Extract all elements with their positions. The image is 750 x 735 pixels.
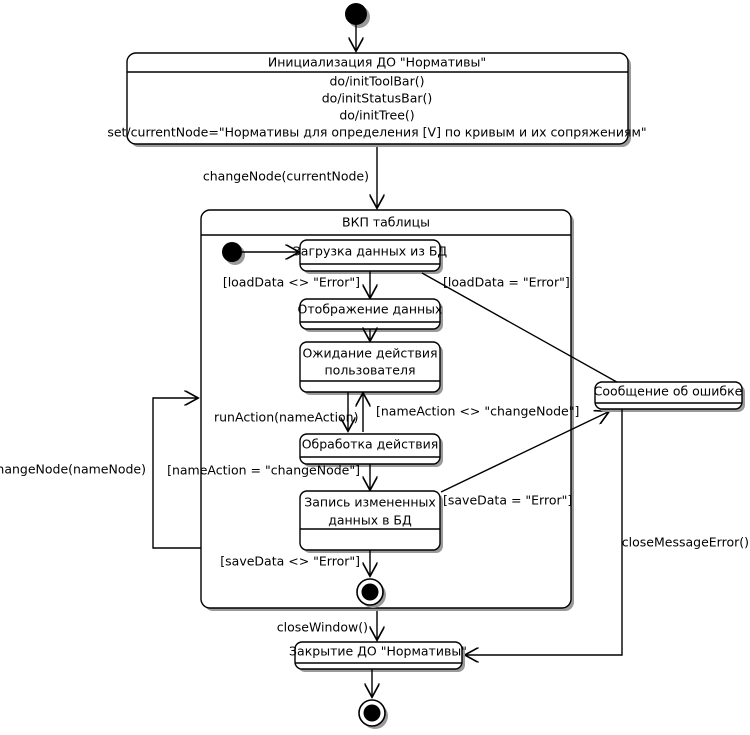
sub-final-state-icon (356, 578, 386, 608)
transition-label-close-window: closeWindow() (277, 620, 368, 635)
transition-label-run-action: runAction(nameAction) (214, 410, 358, 425)
transition-label-close-message-error: closeMessageError() (622, 535, 749, 550)
action-init-statusbar: do/initStatusBar() (322, 91, 433, 106)
state-error-message[interactable] (594, 381, 745, 412)
composite-state-title: ВКП таблицы (342, 215, 430, 230)
state-wait-action-label-1: Ожидание действия (302, 346, 437, 361)
transition-save-to-error (440, 412, 608, 493)
state-show-data-label: Отображение данных (298, 302, 443, 317)
state-save-data-label-2: данных в БД (328, 513, 412, 528)
state-save-data[interactable] (299, 490, 443, 553)
transition-label-save-error: [saveData = "Error"] (443, 493, 572, 508)
initial-pseudostate-icon (345, 3, 370, 28)
sub-initial-pseudostate-icon (222, 242, 245, 265)
transition-change-node-loop (152, 398, 201, 549)
state-wait-action[interactable] (299, 341, 443, 395)
state-load-data[interactable] (299, 239, 443, 274)
transition-label-change-node-current: changeNode(currentNode) (203, 169, 369, 184)
action-init-tree: do/initTree() (339, 108, 414, 123)
transition-label-name-action-ne: [nameAction <> "changeNode"] (376, 404, 579, 419)
final-state-icon (358, 699, 388, 729)
transition-label-load-error: [loadData = "Error"] (443, 275, 570, 290)
state-process-action[interactable] (299, 433, 443, 467)
state-init-do[interactable] (126, 52, 631, 147)
transition-label-change-node-name: changeNode(nameNode) (0, 462, 146, 477)
transition-load-to-error (421, 272, 640, 395)
state-close-do[interactable] (294, 641, 465, 672)
state-wait-action-label-2: пользователя (325, 363, 416, 378)
state-error-message-label: Сообщение об ошибке (594, 384, 743, 399)
transition-error-to-close (466, 409, 623, 655)
action-set-currentnode: set/currentNode="Нормативы для определен… (107, 125, 646, 140)
state-init-do-title: Инициализация ДО "Нормативы" (268, 55, 486, 70)
state-load-data-label: Загрузка данных из БД (293, 244, 448, 259)
state-close-do-label: Закрытие ДО "Нормативы" (289, 644, 467, 659)
state-process-action-label: Обработка действия (302, 437, 439, 452)
state-save-data-label-1: Запись измененных (304, 495, 436, 510)
transition-label-save-ok: [saveData <> "Error"] (220, 554, 360, 569)
state-show-data[interactable] (299, 298, 443, 332)
composite-state-vkp[interactable] (200, 209, 574, 611)
action-init-toolbar: do/initToolBar() (330, 74, 425, 89)
transition-label-name-action-eq: [nameAction = "changeNode"] (167, 463, 360, 478)
transition-label-load-ok: [loadData <> "Error"] (223, 275, 360, 290)
